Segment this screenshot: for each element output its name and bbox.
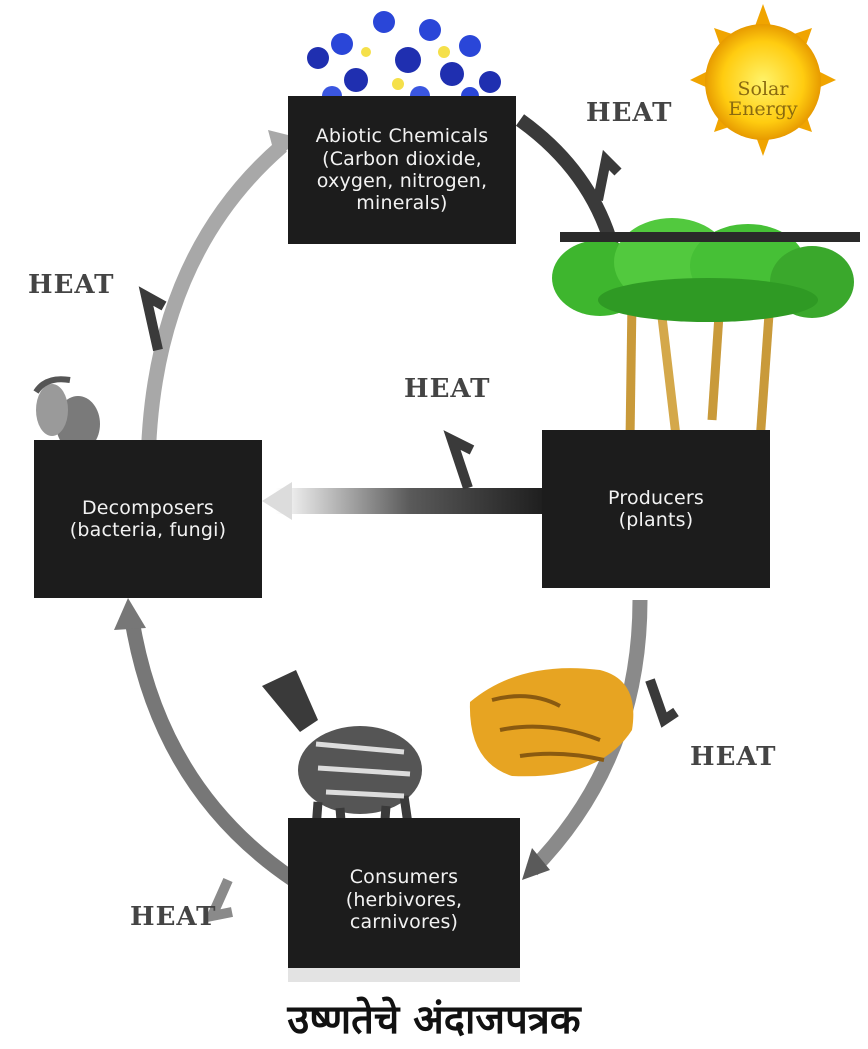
heat-label-top-right: HEAT bbox=[586, 98, 673, 128]
heat-label-top-left: HEAT bbox=[28, 270, 115, 300]
heat-arrow-bottom-left bbox=[203, 877, 233, 923]
decomposers-line-2: (bacteria, fungi) bbox=[69, 519, 227, 541]
heat-arrow-right bbox=[645, 678, 679, 728]
consumers-line-2: (herbivores, bbox=[345, 888, 463, 911]
abiotic-line-3: oxygen, nitrogen, bbox=[316, 170, 488, 192]
cycle-arrow-abiotic-to-producers bbox=[515, 114, 619, 248]
solar-label-line-2: Energy bbox=[728, 97, 798, 120]
producers-line-2: (plants) bbox=[618, 509, 694, 531]
cycle-arrow-consumers-to-decomposers bbox=[124, 618, 299, 887]
cycle-arrow-decomposers-to-abiotic bbox=[140, 140, 287, 471]
decomposers-box: Decomposers (bacteria, fungi) bbox=[34, 440, 262, 598]
heat-arrow-center bbox=[443, 430, 475, 490]
abiotic-title: Abiotic Chemicals bbox=[315, 125, 489, 148]
consumers-title: Consumers bbox=[349, 866, 459, 889]
abiotic-line-2: (Carbon dioxide, bbox=[322, 147, 482, 170]
molecules-icon bbox=[307, 11, 501, 106]
solar-label-line-1: Solar bbox=[737, 78, 789, 100]
arrow-producers-to-decomposers bbox=[276, 488, 544, 514]
consumers-line-3: carnivores) bbox=[349, 911, 459, 934]
trees-icon bbox=[552, 218, 860, 561]
heat-label-bottom-left: HEAT bbox=[130, 902, 217, 932]
solar-energy-label: Solar Energy bbox=[708, 78, 818, 120]
cycle-arrowhead-decomposers bbox=[114, 598, 146, 630]
caption-title: उष्णतेचे अंदाजपत्रक bbox=[287, 997, 581, 1043]
producers-title: Producers bbox=[608, 486, 704, 509]
cycle-arrowhead-consumers bbox=[522, 848, 550, 880]
decomposer-organisms-icon bbox=[33, 376, 100, 452]
consumers-box: Consumers (herbivores, carnivores) bbox=[288, 818, 520, 982]
heat-label-center: HEAT bbox=[404, 374, 491, 404]
decomposers-title: Decomposers bbox=[81, 496, 215, 519]
abiotic-chemicals-box: Abiotic Chemicals (Carbon dioxide, oxyge… bbox=[288, 96, 516, 244]
heat-arrow-top-left bbox=[138, 286, 167, 352]
lion-icon bbox=[469, 668, 634, 777]
heat-label-right: HEAT bbox=[690, 742, 777, 772]
abiotic-line-4: minerals) bbox=[356, 192, 448, 215]
producers-box: Producers (plants) bbox=[542, 430, 770, 588]
heat-arrow-top-right bbox=[593, 149, 622, 201]
sun-icon bbox=[690, 4, 836, 156]
caption-background bbox=[20, 968, 848, 1049]
arrowhead-decomposers-left bbox=[262, 482, 292, 520]
